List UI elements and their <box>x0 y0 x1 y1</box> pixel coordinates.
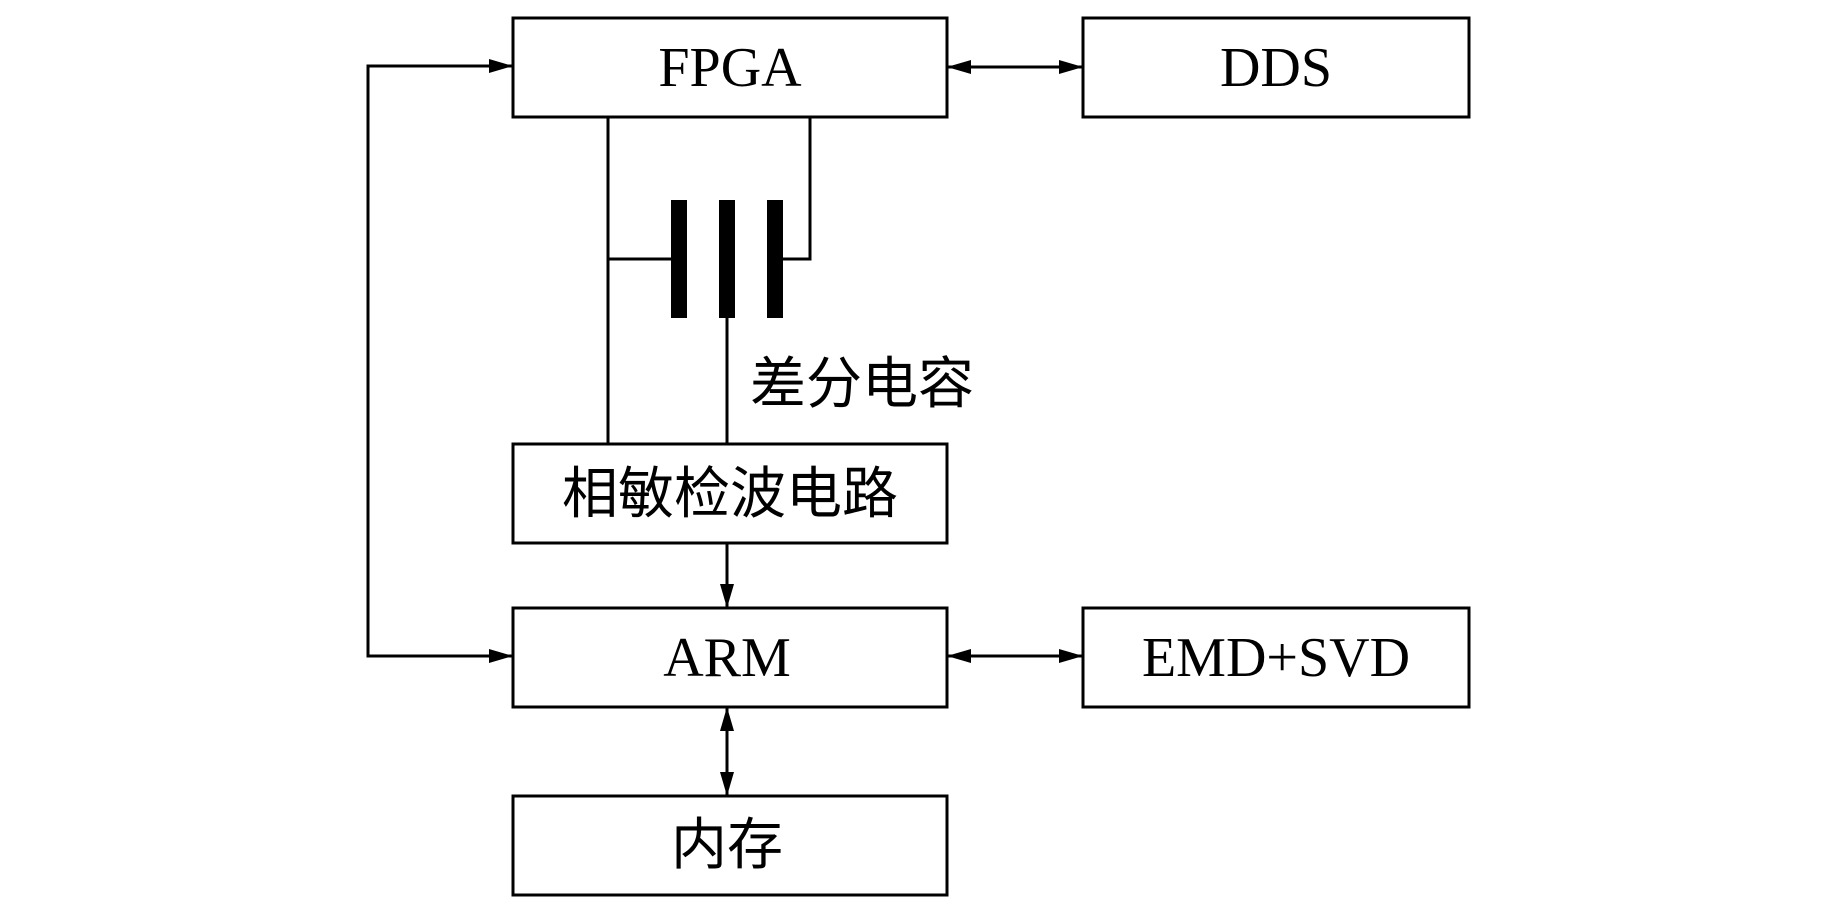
fpga-to-capacitor-left-wire <box>606 117 671 261</box>
fpga-block: FPGA <box>511 16 949 119</box>
phase-detector-block: 相敏检波电路 <box>511 442 949 545</box>
capacitor-plate-left <box>671 200 687 318</box>
differential-capacitor <box>671 200 783 318</box>
phase-detector-label: 相敏检波电路 <box>562 464 898 526</box>
capacitor-plate-middle <box>719 200 735 318</box>
dds-label: DDS <box>1220 37 1332 99</box>
emd-svd-block: EMD+SVD <box>1081 606 1471 709</box>
fpga-arm-loop-arrow <box>366 59 513 663</box>
capacitor-label: 差分电容 <box>750 354 974 416</box>
fpga-label: FPGA <box>658 37 802 99</box>
fpga-to-capacitor-right-wire <box>783 117 812 261</box>
arm-label: ARM <box>663 627 791 689</box>
memory-block: 内存 <box>511 794 949 897</box>
emd-svd-label: EMD+SVD <box>1142 627 1410 689</box>
memory-label: 内存 <box>671 815 783 877</box>
dds-block: DDS <box>1081 16 1471 119</box>
capacitor-plate-right <box>767 200 783 318</box>
arm-block: ARM <box>511 606 949 709</box>
